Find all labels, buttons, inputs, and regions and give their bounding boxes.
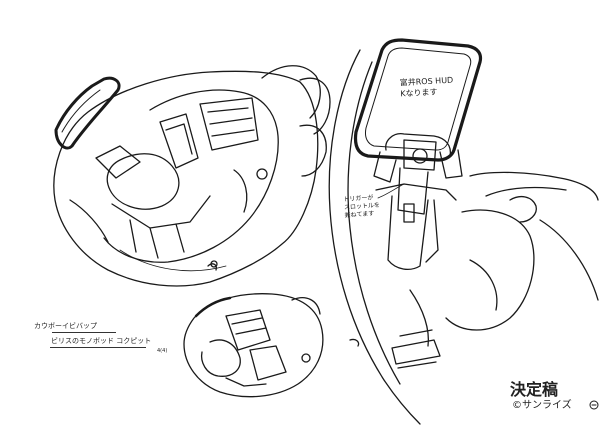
copyright-mark: ©サンライズ <box>512 400 572 411</box>
caption-underline <box>52 332 116 333</box>
hud-annotation: 富井ROS HUD Kなります <box>399 75 454 100</box>
cockpit-interior-drawing <box>328 38 599 425</box>
series-title-caption: カウボーイビバップ <box>34 322 97 330</box>
caption-underline-2 <box>50 347 146 348</box>
sheet-number: 4(4) <box>157 348 168 354</box>
trigger-annotation: トリガーが スロットルを 兼ねてます <box>343 194 381 220</box>
final-draft-stamp: 決定稿 <box>510 380 559 399</box>
mecha-caption: ビリスのモノボッド コクピット <box>51 337 152 345</box>
large-pod-drawing <box>53 65 331 287</box>
small-pod-drawing <box>183 293 324 398</box>
